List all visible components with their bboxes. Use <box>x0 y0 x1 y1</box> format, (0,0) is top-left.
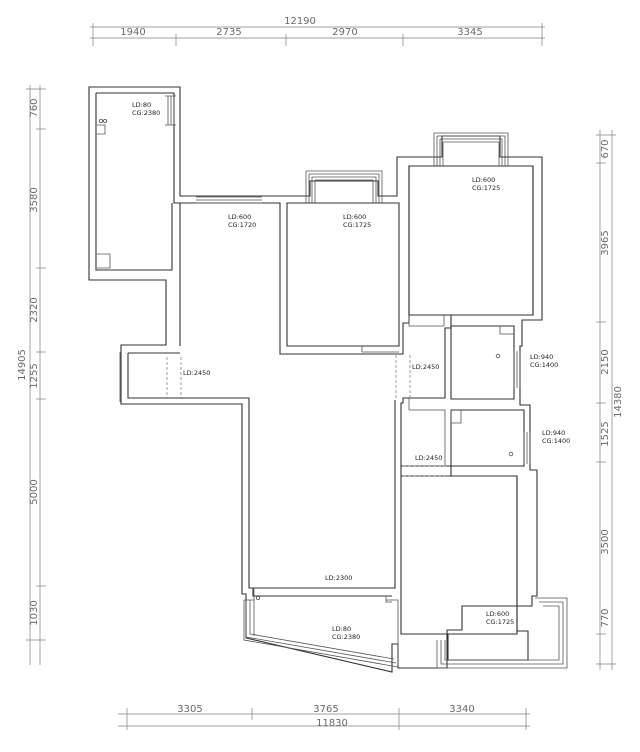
top-dimension-chain: 12190 1940 2735 2970 3345 <box>90 16 545 46</box>
label-room-right-top-cg: CG:1725 <box>472 184 500 192</box>
label-room-mid-ld: LD:600 <box>343 213 366 221</box>
left-dimension-4: 1255 <box>29 363 40 388</box>
left-dimension-chain: 14905 760 3580 2320 1255 5000 1030 <box>17 85 46 665</box>
label-door-right-low: LD:2450 <box>415 454 442 462</box>
right-dimension-2: 3965 <box>600 230 611 255</box>
fixtures <box>99 119 514 601</box>
right-dimension-5: 3500 <box>600 529 611 554</box>
label-room-br-ld: LD:600 <box>486 610 509 618</box>
label-room-tl-ld: LD:80 <box>132 101 151 109</box>
left-dimension-2: 3580 <box>29 187 40 212</box>
bottom-dimension-2: 3765 <box>313 704 338 715</box>
bottom-dimension-3: 3340 <box>449 704 474 715</box>
label-door-mid: LD:2450 <box>412 363 439 371</box>
label-balcony-cg: CG:2380 <box>332 633 360 641</box>
right-dimension-1: 670 <box>600 139 611 158</box>
top-dimension-3: 2970 <box>332 27 357 38</box>
left-total-dimension: 14905 <box>17 349 28 381</box>
label-room-br-cg: CG:1725 <box>486 618 514 626</box>
left-dimension-6: 1030 <box>29 600 40 625</box>
label-room-tl-cg: CG:2380 <box>132 109 160 117</box>
right-dimension-4: 1525 <box>600 421 611 446</box>
door-openings <box>166 355 446 477</box>
label-win-top-ld: LD:600 <box>228 213 251 221</box>
left-dimension-3: 2320 <box>29 297 40 322</box>
label-bath2-ld: LD:940 <box>542 429 565 437</box>
label-room-mid-cg: CG:1725 <box>343 221 371 229</box>
label-balcony-ld: LD:80 <box>332 625 351 633</box>
top-dimension-4: 3345 <box>457 27 482 38</box>
top-total-dimension: 12190 <box>284 16 316 27</box>
right-total-dimension: 14380 <box>613 386 624 418</box>
label-door-left: LD:2450 <box>183 369 210 377</box>
label-room-right-top-ld: LD:600 <box>472 176 495 184</box>
room-labels: LD:80 CG:2380 LD:600 CG:1720 LD:600 CG:1… <box>132 101 570 641</box>
bottom-total-dimension: 11830 <box>316 718 348 729</box>
label-bath2-cg: CG:1400 <box>542 437 570 445</box>
label-win-top-cg: CG:1720 <box>228 221 256 229</box>
right-dimension-chain: 14380 670 3965 2150 1525 3500 770 <box>596 130 624 670</box>
bottom-dimension-1: 3305 <box>177 704 202 715</box>
top-dimension-2: 2735 <box>216 27 241 38</box>
label-bath1-ld: LD:940 <box>530 353 553 361</box>
right-dimension-6: 770 <box>600 608 611 627</box>
bottom-dimension-chain: 3305 3765 3340 11830 <box>118 704 530 730</box>
windows <box>165 95 568 669</box>
left-dimension-5: 5000 <box>29 479 40 504</box>
label-bath1-cg: CG:1400 <box>530 361 558 369</box>
top-dimension-1: 1940 <box>120 27 145 38</box>
walls <box>88 86 543 673</box>
label-opening-bottom: LD:2300 <box>325 574 352 582</box>
left-dimension-1: 760 <box>29 98 40 117</box>
right-dimension-3: 2150 <box>600 349 611 374</box>
